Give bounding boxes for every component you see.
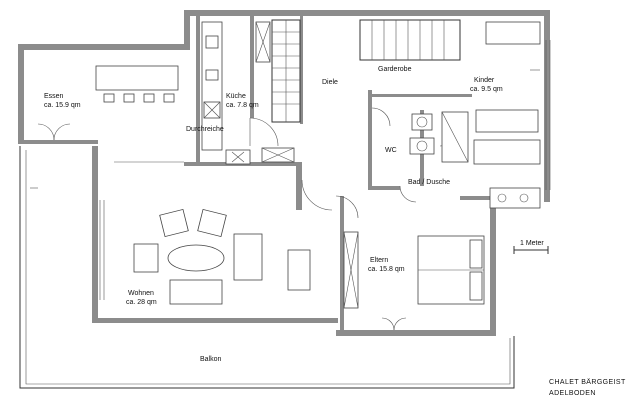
label-balkon: Balkon	[200, 356, 222, 363]
living-furniture	[114, 161, 311, 305]
label-eltern-name: Eltern	[370, 257, 388, 264]
parents-furniture	[343, 231, 485, 309]
kitchen-fixtures	[201, 21, 295, 165]
caption-line1: CHALET BÄRGGEIST	[549, 378, 626, 386]
label-garderobe: Garderobe	[378, 66, 412, 73]
balcony-outline	[19, 146, 515, 389]
label-essen-name: Essen	[44, 93, 64, 100]
label-essen-area: ca. 15.9 qm	[44, 102, 81, 109]
label-kueche-area: ca. 7.8 qm	[226, 102, 259, 109]
label-wohnen-area: ca. 28 qm	[126, 299, 157, 306]
scale-bar	[513, 246, 549, 254]
staircase-left	[271, 19, 301, 123]
label-wc: WC	[385, 147, 397, 154]
label-wohnen-name: Wohnen	[128, 290, 154, 297]
caption-line2: ADELBODEN	[549, 390, 596, 397]
children-furniture	[475, 21, 541, 133]
room-labels: Essen ca. 15.9 qm Küche ca. 7.8 qm Durch…	[44, 66, 626, 397]
label-eltern-area: ca. 15.8 qm	[368, 266, 405, 273]
label-diele: Diele	[322, 79, 338, 86]
windows	[99, 40, 551, 300]
walls	[18, 10, 550, 336]
bath-fixtures	[409, 111, 541, 209]
label-durchreiche: Durchreiche	[186, 126, 224, 133]
label-kinder-area: ca. 9.5 qm	[470, 86, 503, 93]
scale-label: 1 Meter	[520, 240, 544, 247]
staircase-right	[359, 19, 461, 61]
label-kinder-name: Kinder	[474, 77, 495, 84]
door-swings	[37, 107, 459, 331]
label-kueche-name: Küche	[226, 93, 246, 100]
label-bad: Bad / Dusche	[408, 179, 450, 186]
dining-furniture	[95, 65, 179, 103]
